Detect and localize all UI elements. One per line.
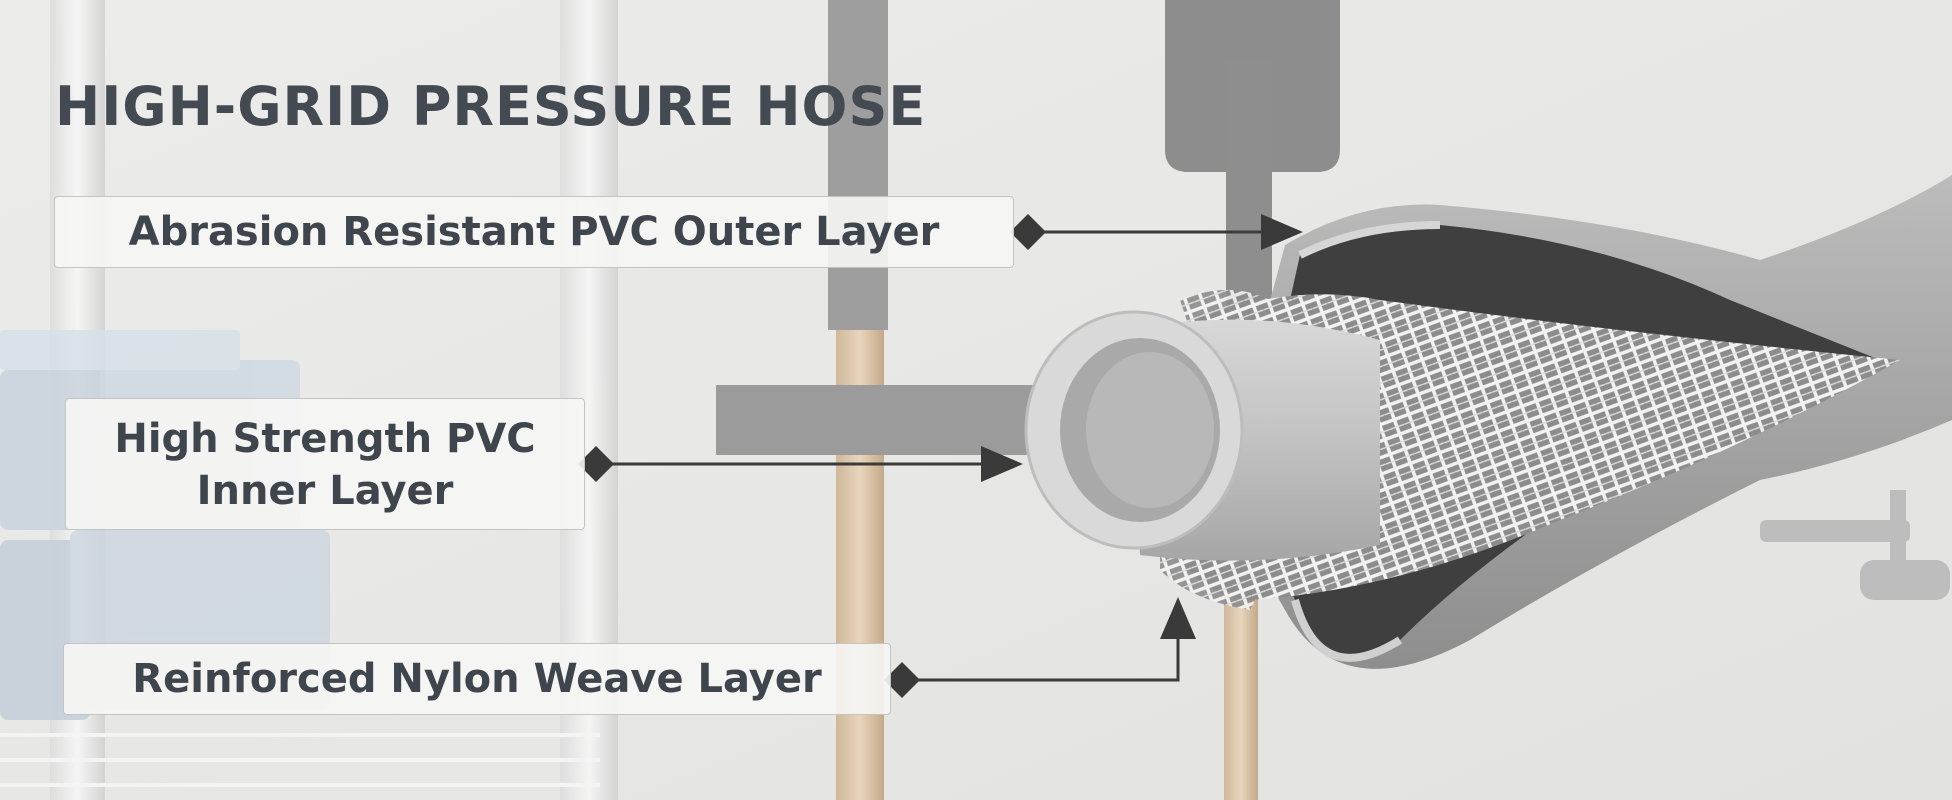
inner-layer-label-line2: Inner Layer	[196, 468, 454, 514]
inner-layer-label-line1: High Strength PVC	[114, 416, 536, 462]
weave-layer-callout-arrow	[884, 597, 1196, 698]
outer-layer-label: Abrasion Resistant PVC Outer Layer	[54, 196, 1014, 268]
hose-cutaway	[1024, 175, 1952, 669]
page-title: HIGH-GRID PRESSURE HOSE	[55, 75, 927, 138]
weave-layer-label: Reinforced Nylon Weave Layer	[63, 643, 891, 715]
inner-layer-label: High Strength PVC Inner Layer	[65, 398, 585, 530]
shovel	[1165, 0, 1340, 800]
wrench-rack	[1760, 490, 1950, 600]
wire-shelf	[0, 733, 600, 787]
wall-holder-bar	[716, 385, 1046, 455]
